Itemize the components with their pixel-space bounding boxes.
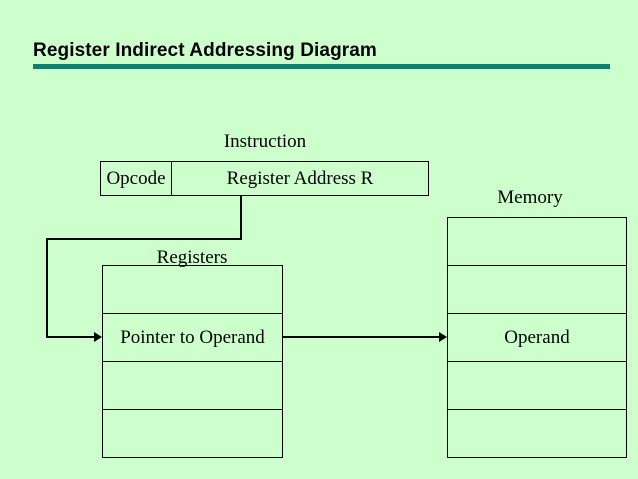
arrow-right-icon <box>94 332 102 342</box>
memory-row-operand: Operand <box>448 314 626 362</box>
memory-row <box>448 362 626 410</box>
connector-instruction-run-left <box>46 238 242 240</box>
page-title: Register Indirect Addressing Diagram <box>33 40 377 61</box>
registers-label: Registers <box>156 247 228 268</box>
connector-left-margin-drop <box>46 238 48 338</box>
memory-row <box>448 218 626 266</box>
connector-into-registers <box>46 336 96 338</box>
memory-row <box>448 410 626 457</box>
registers-row <box>103 362 282 410</box>
title-underline-rule <box>33 64 610 69</box>
memory-table: Operand <box>447 217 627 458</box>
memory-label: Memory <box>497 187 563 208</box>
memory-row <box>448 266 626 314</box>
connector-instruction-drop <box>240 196 242 239</box>
instruction-label: Instruction <box>223 131 307 152</box>
registers-table: Pointer to Operand <box>102 265 283 458</box>
registers-row <box>103 266 282 314</box>
registers-row-pointer: Pointer to Operand <box>103 314 282 362</box>
arrow-right-icon <box>439 332 447 342</box>
instruction-box: Opcode Register Address R <box>100 161 429 196</box>
instruction-register-address-cell: Register Address R <box>226 167 374 189</box>
registers-row <box>103 410 282 457</box>
connector-registers-to-memory <box>283 336 440 338</box>
instruction-opcode-cell: Opcode <box>101 162 172 195</box>
